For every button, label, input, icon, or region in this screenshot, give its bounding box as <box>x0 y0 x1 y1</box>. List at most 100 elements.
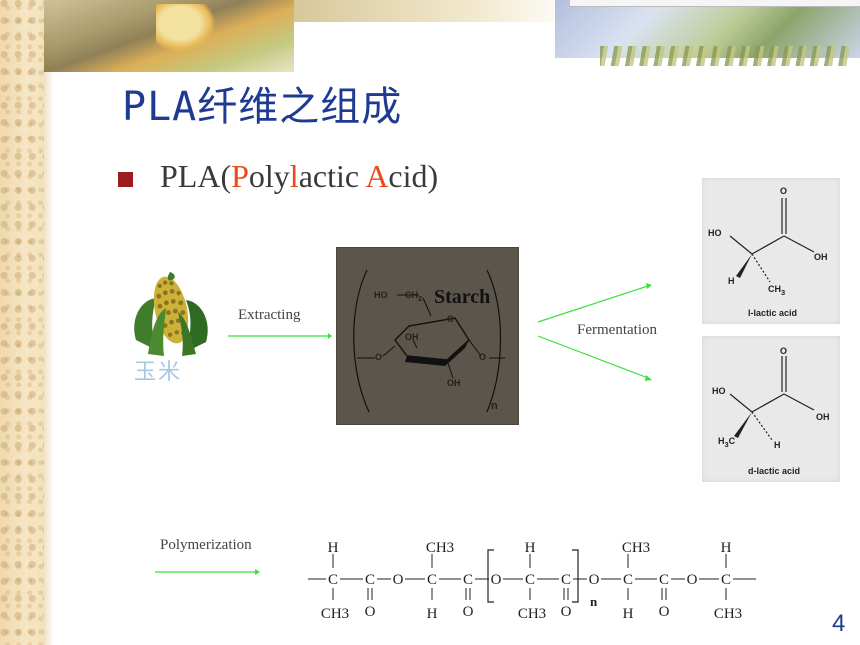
starch-ch2: CH2 <box>405 290 422 303</box>
bracket-left <box>487 549 494 603</box>
starch-ch2-text: CH <box>405 290 418 300</box>
slide-title: PLA纤维之组成 <box>122 84 403 130</box>
d-lactic-h3c-h: H <box>718 436 725 446</box>
atom-bg <box>621 568 635 586</box>
polymer-atom-7: C <box>561 572 571 588</box>
d-lactic-o: O <box>780 346 788 356</box>
atom-bg <box>657 568 671 586</box>
starch-ho: HO <box>374 290 388 300</box>
atom-bg <box>363 568 377 586</box>
starch-ring-diagram <box>353 269 505 413</box>
polymer-top-1: CH3 <box>426 540 454 556</box>
fermentation-label: Fermentation <box>577 322 657 338</box>
atom-bg <box>523 568 537 586</box>
starch-n: n <box>491 400 498 412</box>
l-lactic-ch3-text: CH <box>768 284 781 294</box>
accent-l: l <box>289 158 299 194</box>
polymer-atom-9: C <box>623 572 633 588</box>
polymerization-arrow-icon <box>155 569 260 575</box>
atom-bg <box>559 568 573 586</box>
l-lactic-ch3-sub: 3 <box>781 287 786 297</box>
polymer-atom-6: C <box>525 572 535 588</box>
polymer-atom-10: C <box>659 572 669 588</box>
l-lactic-name: l-lactic acid <box>748 308 798 318</box>
starch-ch2-sub: 2 <box>418 293 423 303</box>
l-lactic-oh: OH <box>814 252 828 262</box>
d-lactic-oh: OH <box>816 412 830 422</box>
l-lactic-structure <box>729 198 815 283</box>
d-lactic-h: H <box>774 440 781 450</box>
atom-bg <box>326 568 340 586</box>
polymer-atom-1: C <box>365 572 375 588</box>
bullet-mid1: oly <box>248 158 290 194</box>
d-lactic-h3c-sub: 3 <box>724 439 729 449</box>
bullet-square-icon <box>118 172 133 187</box>
atom-bg <box>425 568 439 586</box>
l-lactic-ch3: CH3 <box>768 284 785 297</box>
d-lactic-ho: HO <box>712 386 726 396</box>
l-lactic-h: H <box>728 276 735 286</box>
polymer-atom-2: O <box>393 572 404 588</box>
parchment-strip <box>0 0 44 645</box>
extracting-arrow-icon <box>228 333 332 339</box>
polymer-atom-12: C <box>721 572 731 588</box>
polymer-top-3: CH3 <box>622 540 650 556</box>
bullet-mid2: actic <box>298 158 366 194</box>
banner-image-mid <box>294 0 574 22</box>
polymer-bottom-6: H <box>623 606 634 622</box>
leaf-decoration <box>156 4 216 52</box>
l-lactic-o: O <box>780 186 788 196</box>
atom-bg <box>489 568 503 586</box>
starch-o-left: O <box>375 352 383 362</box>
starch-oh-bottom: OH <box>447 378 461 388</box>
l-lactic-acid-image: O HO OH H CH3 l-lactic acid <box>702 178 840 324</box>
polymer-bottom-4: CH3 <box>518 606 546 622</box>
polymer-top-2: H <box>525 540 536 556</box>
parchment-edge <box>44 0 54 645</box>
polymer-atom-4: C <box>463 572 473 588</box>
starch-structure-image: HO CH2 O OH O O OH n <box>336 247 519 425</box>
polymerization-label: Polymerization <box>160 537 252 553</box>
bullet-suffix: cid) <box>388 158 439 194</box>
starch-o-right: O <box>479 352 487 362</box>
d-lactic-structure <box>729 356 815 441</box>
banner-sprig <box>600 46 850 66</box>
polymer-bottom-2: H <box>427 606 438 622</box>
accent-p: P <box>231 158 249 194</box>
polymer-bottom-1: O <box>365 604 376 620</box>
d-lactic-name: d-lactic acid <box>748 466 801 476</box>
polymer-bottom-0: CH3 <box>321 606 349 622</box>
atom-bg <box>719 568 733 586</box>
polymer-bottom-8: CH3 <box>714 606 742 622</box>
polymer-atom-5: O <box>491 572 502 588</box>
bullet-text: PLA(Polylactic Acid) <box>160 158 438 195</box>
polymer-bottom-7: O <box>659 604 670 620</box>
polymer-top-0: H <box>328 540 339 556</box>
bracket-right <box>572 549 579 603</box>
corn-label: 玉米 <box>134 360 183 385</box>
polymer-atom-3: C <box>427 572 437 588</box>
starch-ring-o: O <box>447 314 455 324</box>
d-lactic-h3c-c: C <box>728 436 736 446</box>
fermentation-arrows-icon <box>537 283 652 381</box>
polymer-atom-8: O <box>589 572 600 588</box>
polymer-bottom-5: O <box>561 604 572 620</box>
atom-bg <box>391 568 405 586</box>
starch-oh-top: OH <box>405 332 419 342</box>
polymer-atom-0: C <box>328 572 338 588</box>
starch-label: Starch <box>434 286 491 308</box>
atom-bg <box>461 568 475 586</box>
polymer-bottom-3: O <box>463 604 474 620</box>
polymer-atom-11: O <box>687 572 698 588</box>
l-lactic-ho: HO <box>708 228 722 238</box>
bullet-prefix: PLA( <box>160 158 232 194</box>
banner-frame <box>570 0 860 7</box>
d-lactic-h3c: H3C <box>718 436 735 449</box>
polymer-n: n <box>590 594 598 609</box>
accent-a: A <box>365 158 389 194</box>
polymer-top-4: H <box>721 540 732 556</box>
page-number: 4 <box>832 610 846 637</box>
d-lactic-acid-image: O HO OH H3C H d-lactic acid <box>702 336 840 482</box>
